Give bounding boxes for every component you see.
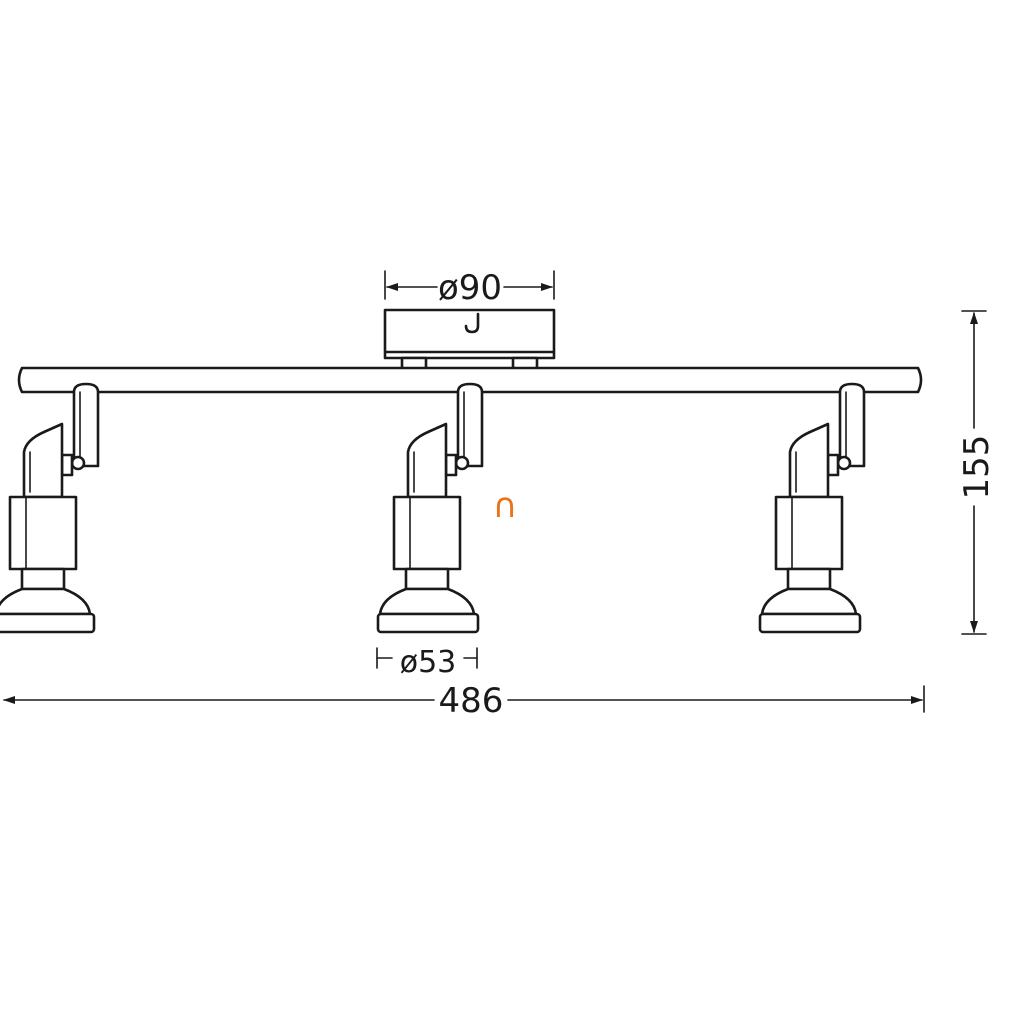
ceiling-canopy bbox=[383, 308, 556, 376]
height-label: 155 bbox=[957, 435, 997, 500]
spot-diameter-dimension: ø53 bbox=[376, 645, 478, 680]
spotlight-right bbox=[758, 382, 866, 634]
total-length-label: 486 bbox=[439, 681, 504, 721]
spotlight-left bbox=[0, 382, 100, 634]
spotlight-center bbox=[376, 382, 484, 634]
orientation-symbol: ∩ bbox=[493, 486, 518, 526]
spot-diameter-label: ø53 bbox=[400, 645, 457, 680]
canopy-diameter-dimension: ø90 bbox=[384, 268, 555, 308]
canopy-diameter-label: ø90 bbox=[438, 268, 502, 308]
height-dimension: 155 bbox=[957, 310, 997, 635]
total-length-dimension: 486 bbox=[3, 681, 925, 721]
mounting-bar bbox=[17, 366, 923, 394]
